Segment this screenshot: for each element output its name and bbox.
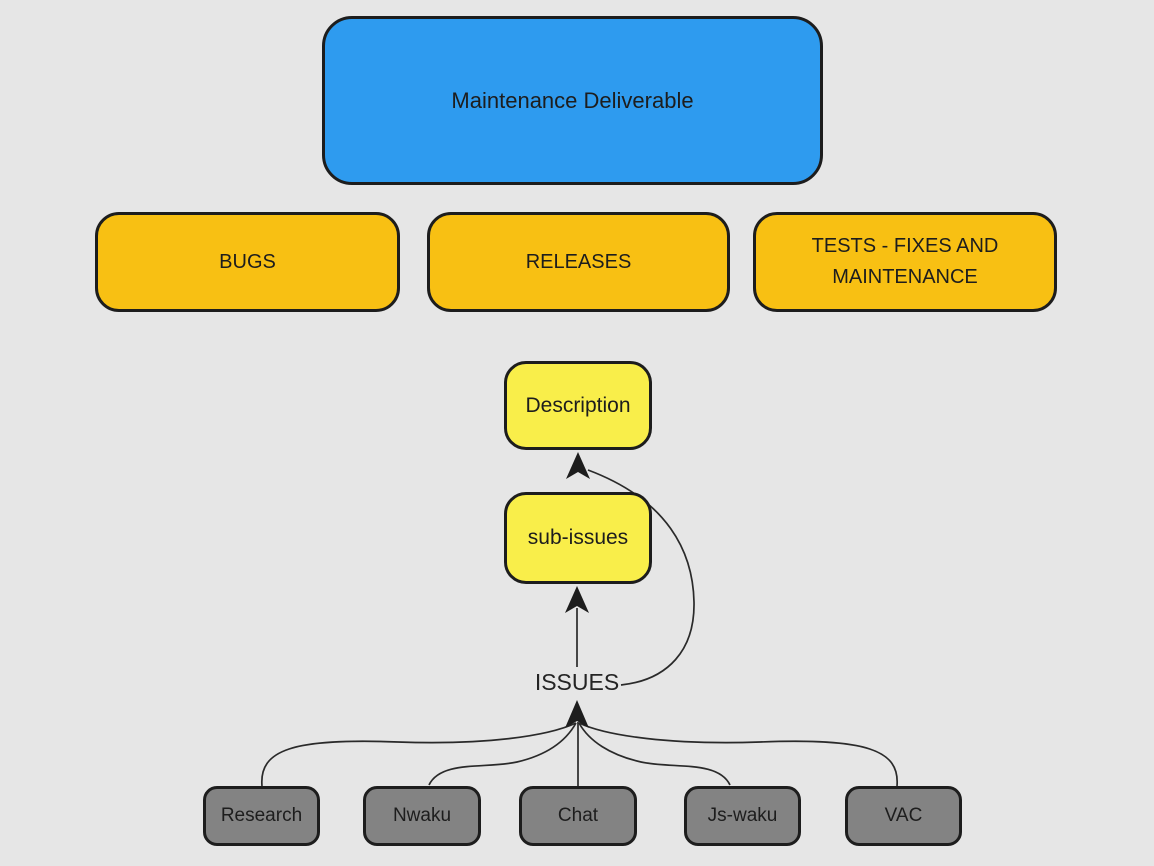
node-sub-issues: sub-issues (504, 492, 652, 584)
node-label: Description (525, 393, 631, 417)
node-label: Js-waku (707, 805, 778, 826)
node-bugs: BUGS (95, 212, 400, 312)
node-label: Nwaku (392, 805, 452, 826)
node-research: Research (203, 786, 320, 846)
node-chat: Chat (519, 786, 637, 846)
node-vac: VAC (845, 786, 962, 846)
node-label: VAC (884, 805, 923, 826)
node-label: Research (220, 805, 303, 826)
node-releases: RELEASES (427, 212, 730, 312)
node-label: Chat (557, 805, 599, 826)
node-label: BUGS (219, 250, 276, 273)
arrowhead-description (566, 452, 590, 479)
node-label: Maintenance Deliverable (451, 87, 694, 113)
node-label: RELEASES (525, 250, 632, 273)
node-maintenance-deliverable: Maintenance Deliverable (322, 16, 823, 185)
issues-label: ISSUES (534, 669, 620, 695)
arrowhead-sub-issues (565, 586, 589, 613)
edge-nwaku-to-issues (428, 722, 577, 786)
node-label: TESTS - FIXES AND MAINTENANCE (811, 235, 999, 288)
node-tests-fixes-and-maintenance: TESTS - FIXES AND MAINTENANCE (753, 212, 1057, 312)
node-nwaku: Nwaku (363, 786, 481, 846)
node-js-waku: Js-waku (684, 786, 801, 846)
edge-js-waku-to-issues (578, 722, 731, 786)
node-label: sub-issues (527, 526, 629, 549)
node-description: Description (504, 361, 652, 450)
edge-research-to-issues (261, 722, 577, 787)
edge-vac-to-issues (578, 722, 898, 787)
arrowhead-issues (565, 700, 589, 728)
